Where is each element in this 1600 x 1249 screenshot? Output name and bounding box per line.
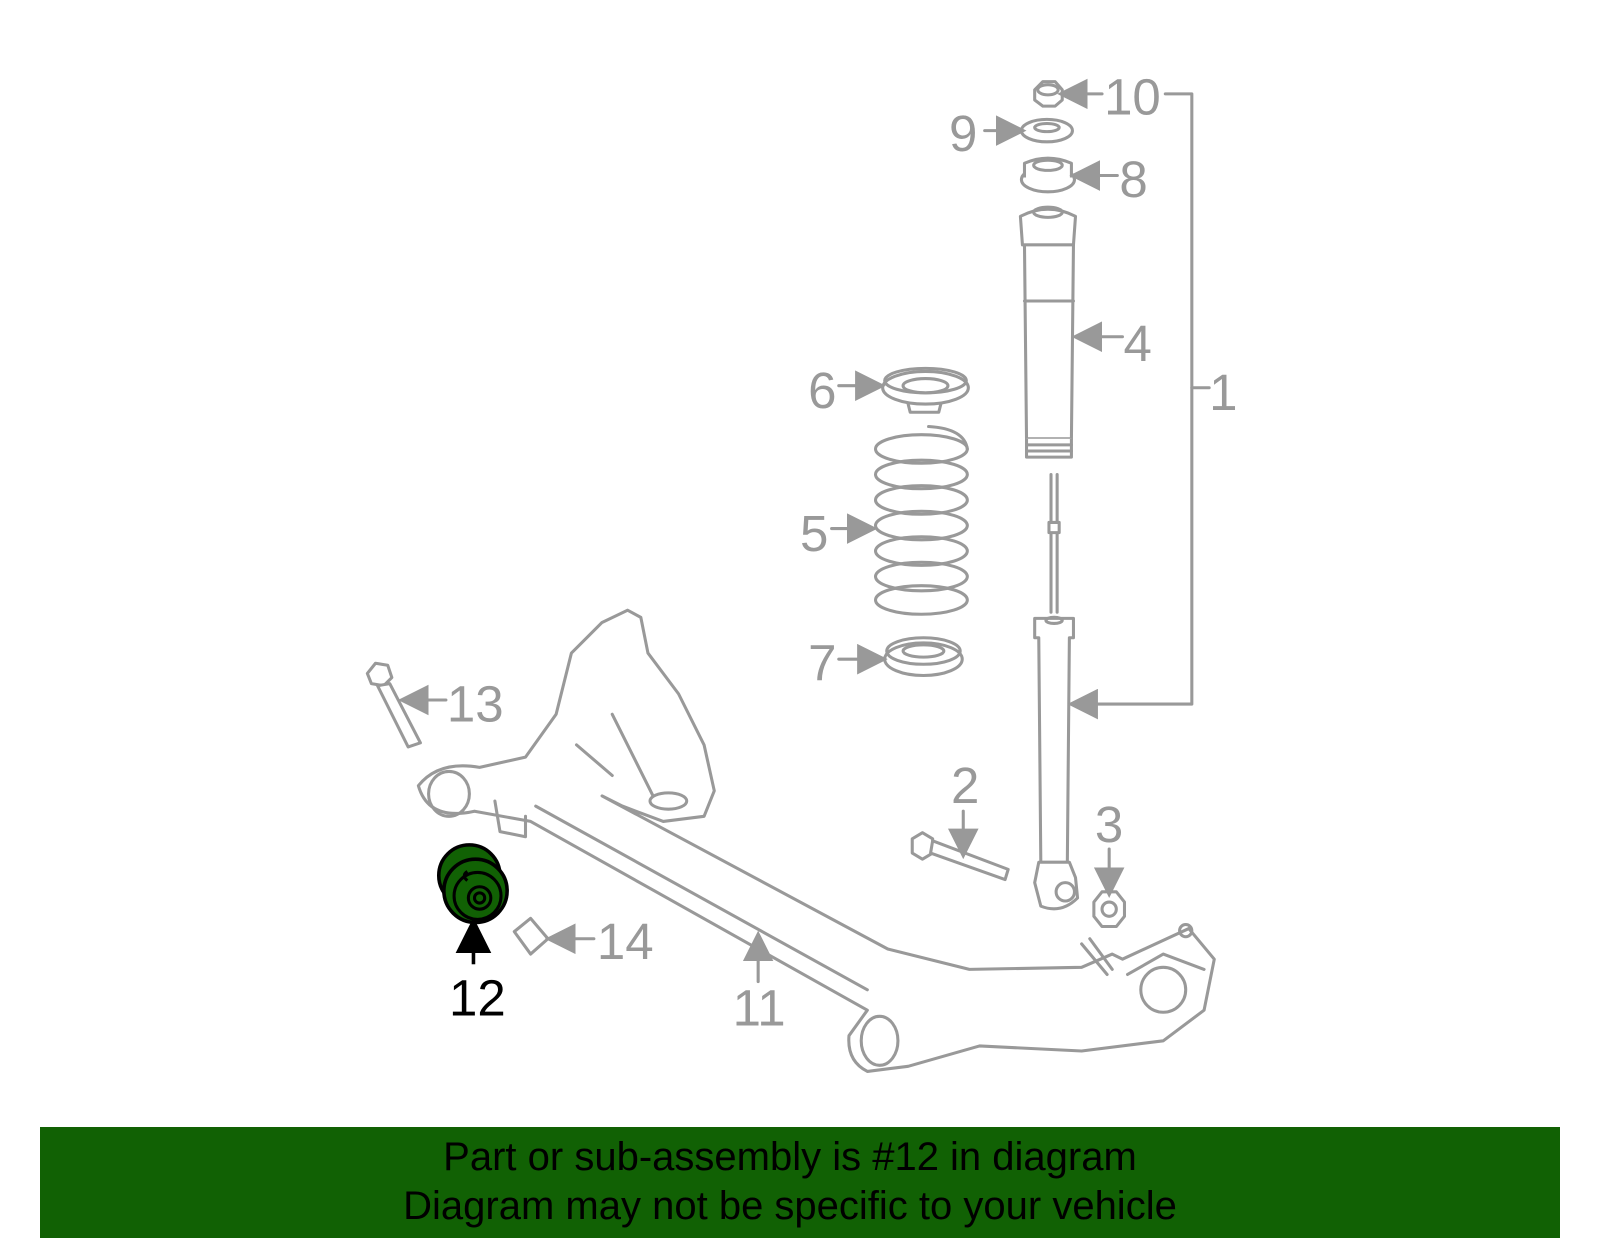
banner-line-2: Diagram may not be specific to your vehi… [403, 1184, 1177, 1228]
part-13-bolt[interactable] [365, 661, 422, 749]
part-4-dust-boot[interactable] [1018, 205, 1078, 459]
callout-7: 7 [808, 635, 836, 692]
part-5-coil-spring[interactable] [873, 424, 969, 616]
callout-11: 11 [733, 980, 786, 1037]
part-3-nut[interactable] [1092, 890, 1127, 929]
callout-14: 14 [597, 913, 654, 970]
callout-13: 13 [447, 675, 504, 732]
callout-10: 10 [1104, 68, 1161, 125]
banner-line-1: Part or sub-assembly is #12 in diagram [443, 1135, 1137, 1179]
info-banner: Part or sub-assembly is #12 in diagram D… [40, 1127, 1560, 1238]
callout-2: 2 [951, 757, 979, 814]
callout-9: 9 [949, 105, 977, 162]
callout-4: 4 [1123, 315, 1151, 372]
callout-12: 12 [449, 969, 506, 1026]
part-11-axle-beam[interactable] [416, 608, 1216, 1073]
part-2-bolt[interactable] [910, 831, 1010, 882]
part-9-washer[interactable] [1019, 117, 1074, 144]
part-10-nut[interactable] [1033, 80, 1064, 108]
callout-3: 3 [1095, 796, 1123, 853]
part-12-bushing-highlighted[interactable] [436, 843, 509, 925]
callout-1: 1 [1209, 364, 1237, 421]
part-8-mount[interactable] [1019, 156, 1077, 194]
part-7-lower-spring-seat[interactable] [883, 636, 964, 678]
part-14-clip[interactable] [512, 916, 550, 956]
part-6-upper-spring-seat[interactable] [881, 366, 970, 414]
shock-absorber[interactable] [1033, 472, 1080, 911]
callout-5: 5 [800, 505, 828, 562]
callout-6: 6 [808, 362, 836, 419]
leader-lines [397, 78, 1211, 984]
callout-8: 8 [1119, 151, 1147, 208]
